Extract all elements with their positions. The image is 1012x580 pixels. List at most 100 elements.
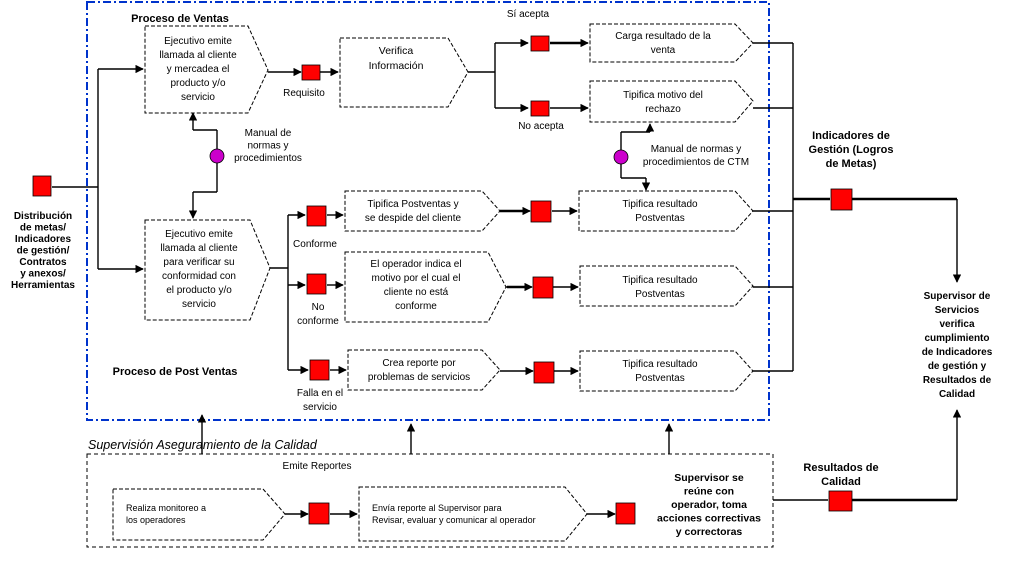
no-acepta-label: No acepta (518, 121, 564, 132)
send-text-line: Envía reporte al Supervisor para (372, 503, 502, 513)
manual-left-text-line: procedimientos (234, 153, 302, 164)
falla-result-text-line: Tipifica resultado (622, 359, 698, 370)
thick-connectors (500, 41, 962, 502)
input-node (32, 175, 52, 197)
conf-box (344, 190, 501, 232)
supervisor-right-label-line: Supervisor de (924, 291, 991, 302)
left-input-label-line: Distribución (14, 211, 72, 222)
falla-out-node (533, 361, 555, 384)
si-acepta-node (530, 35, 550, 52)
falla-label-line: servicio (303, 402, 337, 413)
monitor-text-line: Realiza monitoreo a (126, 503, 206, 513)
quality-results-label-line: Calidad (821, 476, 861, 488)
conf-result-box (578, 190, 754, 232)
send-out-node (615, 502, 636, 525)
conf-out-node (530, 200, 552, 223)
manual-left-text-line: normas y (247, 141, 288, 152)
postsales-exec-text-line: el producto y/o (166, 285, 232, 296)
falla-box (347, 349, 501, 391)
manual-right-icon (613, 149, 629, 165)
postsales-exec-text-line: Ejecutivo emite (165, 229, 233, 240)
noconf-out-node (532, 276, 554, 299)
manual-right-text-line: procedimientos de CTM (643, 157, 749, 168)
left-input-label-line: y anexos/ (20, 269, 66, 280)
supervisor-right-label-line: Resultados de (923, 375, 992, 386)
monitor-out-node (308, 502, 330, 525)
verify-box (339, 37, 469, 108)
send-text: Envía reporte al Supervisor paraRevisar,… (372, 503, 536, 525)
verify-text-line: Información (369, 60, 424, 72)
no-acepta-node (530, 100, 550, 117)
falla-label-line: Falla en el (297, 388, 343, 399)
quality-results-label-line: Resultados de (803, 462, 878, 474)
falla-result-text-line: Postventas (635, 373, 684, 384)
supervisor-right-label-line: de gestión y (928, 361, 987, 372)
sales-title: Proceso de Ventas (131, 13, 229, 25)
no-conforme-label-line: conforme (297, 316, 339, 327)
supervisor-right-label-line: cumplimiento (924, 333, 989, 344)
noconf-result-box (579, 265, 754, 307)
si-acepta-label: Sí acepta (507, 9, 550, 20)
conf-text-line: se despide del cliente (365, 213, 462, 224)
sales-exec-text-line: y mercadea el (167, 64, 230, 75)
indicators-label-line: de Metas) (826, 158, 877, 170)
requisito-node (301, 64, 321, 81)
noconf-text-line: conforme (395, 301, 437, 312)
postsales-exec-text-line: llamada al cliente (160, 243, 238, 254)
postsales-title: Proceso de Post Ventas (113, 366, 238, 378)
supervisor-meet-label-line: reúne con (684, 486, 734, 498)
left-input-label-line: de gestión/ (17, 246, 70, 257)
noconf-text-line: motivo por el cual el (372, 273, 461, 284)
quality-results-node (828, 490, 853, 512)
process-boxes (112, 23, 754, 542)
noconf-result-text-line: Postventas (635, 289, 684, 300)
sales-exec-text-line: Ejecutivo emite (164, 36, 232, 47)
requisito-label: Requisito (283, 88, 325, 99)
connectors (52, 38, 828, 519)
noconf-text-line: cliente no está (384, 287, 449, 298)
falla-text-line: problemas de servicios (368, 372, 470, 383)
falla-result-box (579, 350, 754, 392)
indicators-label-line: Gestión (Logros (809, 144, 894, 156)
conforme-label: Conforme (293, 239, 337, 250)
supervisor-meet-label-line: acciones correctivas (657, 513, 761, 525)
monitor-text-line: los operadores (126, 515, 186, 525)
sales-exec-text: Ejecutivo emite llamada al cliente y merca… (159, 36, 237, 103)
conf-result-text-line: Postventas (635, 213, 684, 224)
supervisor-right-label-line: Calidad (939, 389, 975, 400)
send-box (358, 486, 588, 542)
monitor-box (112, 488, 286, 541)
supervisor-right-label-line: Servicios (935, 305, 980, 316)
conf-text: Tipifica Postventas yse despide del clie… (365, 199, 462, 224)
falla-node (309, 359, 330, 381)
load-text-line: Carga resultado de la (615, 31, 711, 42)
sales-exec-text-line: llamada al cliente (159, 50, 237, 61)
supervisor-right-label-line: de Indicadores (922, 347, 993, 358)
reject-box (589, 80, 754, 123)
load-text-line: venta (651, 45, 676, 56)
supervisor-meet-label-line: Supervisor se (674, 472, 744, 484)
indicators-node (830, 188, 853, 211)
reject-text-line: rechazo (645, 104, 681, 115)
supervisor-right-label-line: verifica (939, 319, 974, 330)
red-nodes (32, 35, 853, 525)
postsales-exec-text-line: conformidad con (162, 271, 236, 282)
falla-label: Falla en el servicio (297, 388, 343, 413)
sales-exec-text-line: producto y/o (170, 78, 225, 89)
load-result-box (589, 23, 754, 63)
reject-text-line: Tipifica motivo del (623, 90, 703, 101)
monitor-text: Realiza monitoreo a los operadores (126, 503, 206, 525)
